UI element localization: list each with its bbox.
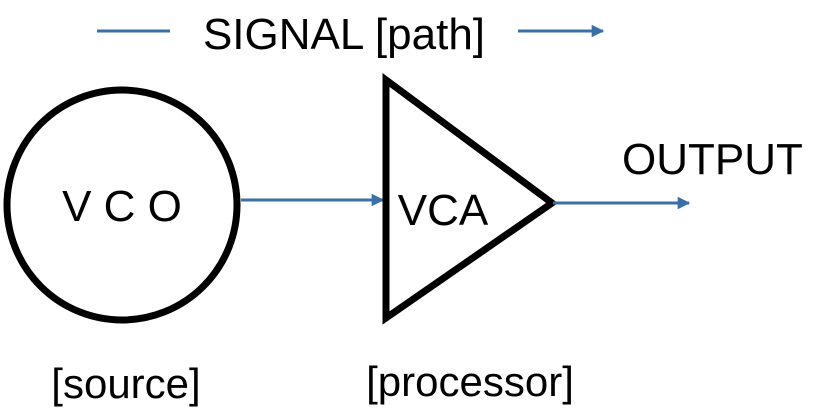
vco-label: V C O: [62, 182, 182, 231]
vco-circle: [3, 86, 241, 324]
vca-label: VCA: [398, 186, 489, 235]
source-caption: [source]: [51, 360, 200, 407]
signal-path-label: SIGNAL [path]: [203, 10, 485, 59]
vco-node: V C O: [3, 86, 241, 324]
vca-triangle: [382, 73, 559, 325]
output-label: OUTPUT: [622, 135, 803, 184]
vca-node: VCA: [382, 73, 559, 325]
processor-caption: [processor]: [366, 358, 574, 405]
